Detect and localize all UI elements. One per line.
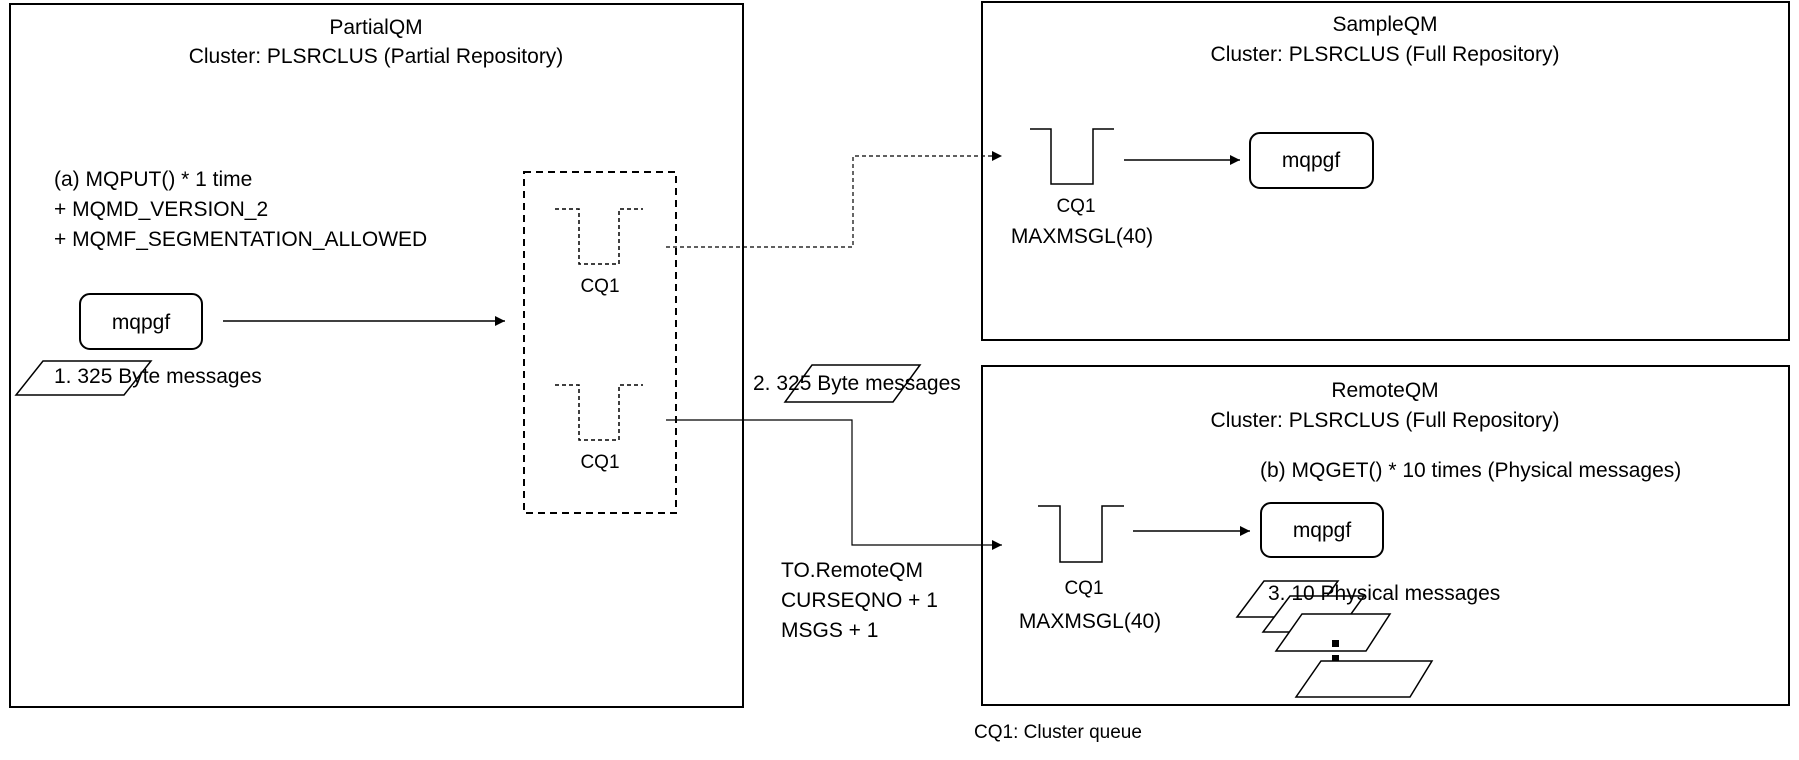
partial-app-label: mqpgf [112,311,171,334]
mqget-label: (b) MQGET() * 10 times (Physical message… [1260,459,1681,482]
partial-message-label: 1. 325 Byte messages [54,365,262,388]
sample-qm-title: SampleQM [1332,13,1437,36]
sample-qm-cluster: Cluster: PLSRCLUS (Full Repository) [1211,43,1560,66]
partial-qm-box: PartialQM Cluster: PLSRCLUS (Partial Rep… [9,3,744,708]
cq1-queue-label-a: CQ1 [580,276,619,297]
remote-queue-label: CQ1 [1064,578,1103,599]
remote-queue-attr: MAXMSGL(40) [1019,610,1161,633]
cq1-queue-shape-a [555,208,643,265]
mqput-line-1: (a) MQPUT() * 1 time [54,168,252,191]
physical-messages-label: 3. 10 Physical messages [1268,582,1500,605]
channel-name: TO.RemoteQM [781,559,923,582]
remote-qm-cluster: Cluster: PLSRCLUS (Full Repository) [1211,409,1560,432]
channel-curseqno: CURSEQNO + 1 [781,589,938,612]
cluster-route-to-remoteqm [666,419,1002,550]
physical-message-last [1294,660,1434,698]
physical-message-3 [1274,613,1392,652]
remote-qm-title: RemoteQM [1331,379,1438,402]
partial-qm-title: PartialQM [329,16,422,39]
legend-text: CQ1: Cluster queue [974,722,1142,743]
sample-app-mqpgf: mqpgf [1249,132,1374,189]
sample-qm-box: SampleQM Cluster: PLSRCLUS (Full Reposit… [981,1,1790,341]
channel-msgs: MSGS + 1 [781,619,878,642]
remote-queue-shape [1038,505,1124,563]
physical-messages-stack [1235,580,1434,698]
mqput-line-2: + MQMD_VERSION_2 [54,198,268,221]
sample-queue-attr: MAXMSGL(40) [1011,225,1153,248]
sample-queue-shape [1030,128,1114,185]
cq1-queue-shape-b [555,384,643,441]
remote-qm-box: RemoteQM Cluster: PLSRCLUS (Full Reposit… [981,365,1790,706]
channel-message-label: 2. 325 Byte messages [753,372,961,395]
sample-app-label: mqpgf [1282,149,1341,172]
message-parallelogram-1 [14,360,153,396]
partial-app-mqpgf: mqpgf [79,293,203,350]
stack-dot [1332,655,1339,662]
sample-queue-label: CQ1 [1056,196,1095,217]
remote-app-mqpgf: mqpgf [1260,502,1384,558]
stack-dot [1332,640,1339,647]
remote-app-label: mqpgf [1293,519,1352,542]
partial-qm-cluster: Cluster: PLSRCLUS (Partial Repository) [189,45,564,68]
mqput-line-3: + MQMF_SEGMENTATION_ALLOWED [54,228,427,251]
cq1-queue-label-b: CQ1 [580,452,619,473]
message-parallelogram-2 [783,364,922,403]
cluster-queue-group [523,171,677,514]
cluster-route-to-sampleqm [666,151,1002,248]
